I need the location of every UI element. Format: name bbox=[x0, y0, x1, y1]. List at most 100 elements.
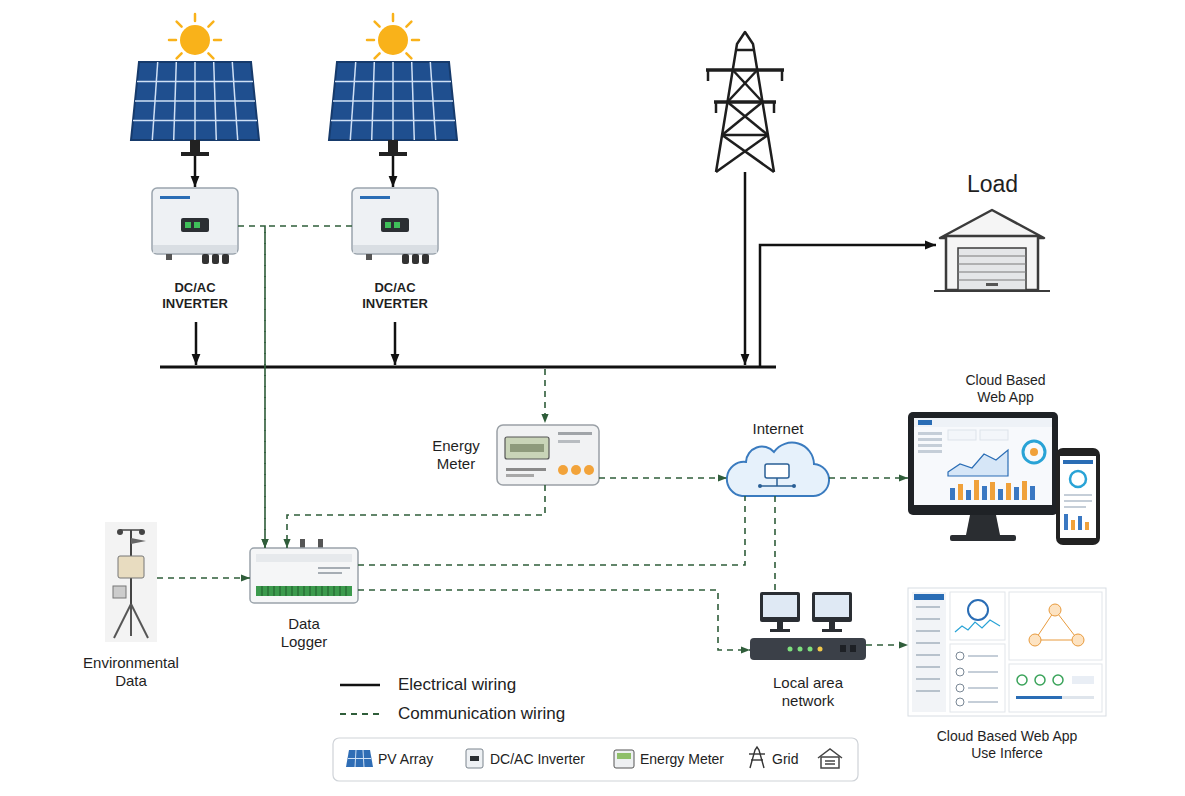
grid-tower-part bbox=[714, 100, 776, 104]
legend-bar-part-part bbox=[825, 763, 835, 765]
lan-devices-part bbox=[840, 645, 846, 652]
lan-devices-part bbox=[770, 629, 790, 632]
energy-meter-icon bbox=[497, 425, 599, 485]
dashboard-screen bbox=[908, 588, 1106, 716]
dashboard-screen-part-part bbox=[916, 654, 940, 656]
grid-tower-part bbox=[722, 134, 768, 137]
legend-entry: PV Array bbox=[378, 751, 433, 768]
node-label: Cloud Based Web App bbox=[956, 372, 1056, 406]
dashboard-screen-part bbox=[968, 687, 998, 689]
communication-connector bbox=[157, 577, 250, 579]
dashboard-screen-part bbox=[912, 592, 946, 712]
communication-connector bbox=[358, 590, 750, 650]
dashboard-screen-part bbox=[968, 671, 998, 673]
web-app-devices-part bbox=[958, 484, 963, 500]
energy-meter-icon-part bbox=[510, 444, 544, 452]
node-label: Energy Meter bbox=[425, 437, 487, 474]
data-logger-icon-part-part bbox=[280, 586, 281, 596]
dashboard-screen-part bbox=[1009, 664, 1102, 712]
dashboard-screen-part bbox=[1072, 676, 1094, 684]
load-building-part-part bbox=[958, 279, 1026, 280]
weather-station-part bbox=[118, 556, 144, 578]
grid-tower-part bbox=[733, 70, 763, 102]
web-app-devices-part bbox=[1060, 456, 1096, 538]
data-logger-icon-part bbox=[256, 586, 352, 596]
data-logger-icon-part-part bbox=[274, 586, 275, 596]
web-app-devices-part bbox=[982, 486, 987, 500]
node-label: Data Logger bbox=[269, 615, 339, 652]
grid-tower-part bbox=[716, 135, 768, 172]
legend-entry: DC/AC Inverter bbox=[490, 751, 585, 768]
legend-bar-part bbox=[818, 749, 842, 768]
electrical-wire-part bbox=[392, 156, 395, 187]
lan-devices-part bbox=[760, 592, 800, 622]
legend-bar-part bbox=[617, 753, 631, 759]
energy-meter-icon-part bbox=[506, 468, 546, 471]
dashboard-screen-part bbox=[955, 620, 1000, 632]
dashboard-screen-part bbox=[950, 592, 1005, 640]
legend-bar-part bbox=[470, 756, 479, 761]
dashboard-screen-part bbox=[956, 652, 964, 660]
grid-tower-part bbox=[707, 70, 710, 81]
dashboard-screen-part bbox=[1035, 675, 1045, 685]
lan-node: Local area network bbox=[750, 592, 866, 662]
weather-station bbox=[105, 522, 157, 642]
communication-connector bbox=[866, 644, 908, 646]
pv-array bbox=[131, 14, 259, 156]
inverter-icon bbox=[152, 188, 238, 264]
data-logger-icon-part-part bbox=[262, 586, 263, 596]
communication-connector bbox=[358, 496, 745, 565]
legend-bar-part bbox=[749, 747, 765, 768]
node-label: Internet bbox=[733, 420, 823, 438]
legend-text: Communication wiring bbox=[398, 704, 565, 723]
lan-devices-part bbox=[763, 595, 797, 617]
internet-cloud-part bbox=[765, 464, 789, 478]
data-logger-icon-part-part bbox=[340, 586, 341, 596]
web-app-devices-part bbox=[980, 430, 1008, 440]
grid-tower-part bbox=[781, 70, 784, 81]
web-app-devices-part bbox=[1014, 487, 1019, 500]
load-building-part-part bbox=[958, 271, 1026, 272]
weather-station-part bbox=[130, 604, 132, 636]
energy-meter-icon-part bbox=[558, 432, 592, 435]
web-app-devices-part bbox=[914, 418, 1052, 427]
weather-station-part bbox=[114, 604, 131, 638]
dashboard-screen-part bbox=[1049, 604, 1061, 616]
data-logger-icon-part-part bbox=[298, 586, 299, 596]
web-app-devices-part bbox=[1064, 494, 1092, 496]
weather-station-part bbox=[120, 529, 142, 531]
dashboard-screen-part bbox=[956, 698, 964, 706]
communication-wire bbox=[544, 369, 546, 423]
dashboard-screen-part-part bbox=[916, 678, 940, 680]
weather-station-part bbox=[117, 529, 123, 535]
legend-line-solid bbox=[340, 684, 380, 687]
node-label: DC/AC INVERTER bbox=[353, 280, 437, 312]
legend-bar-part bbox=[614, 750, 634, 768]
web-app-devices-part bbox=[1070, 471, 1086, 487]
load-building-part-part bbox=[958, 263, 1026, 264]
data-logger-icon-part-part bbox=[346, 586, 347, 596]
communication-connector bbox=[265, 226, 352, 548]
dashboard-screen-part bbox=[1053, 675, 1063, 685]
communication-connector bbox=[774, 496, 776, 592]
electrical-wire-part bbox=[760, 245, 936, 367]
web-app-devices-part bbox=[1085, 522, 1089, 530]
data-logger-icon bbox=[250, 539, 358, 603]
load-building-part bbox=[934, 290, 1050, 292]
node-label: Local area network bbox=[758, 674, 858, 711]
data-logger-icon-part bbox=[318, 567, 350, 569]
energy-meter-icon-part bbox=[505, 437, 549, 459]
web-app-devices bbox=[908, 412, 1100, 545]
legend-entry: Energy Meter bbox=[640, 751, 724, 768]
web-app-devices-part bbox=[1006, 483, 1011, 500]
load-building-part bbox=[946, 236, 1038, 290]
electrical-wire-part bbox=[194, 156, 197, 187]
grid-tower-part bbox=[728, 70, 758, 102]
dashboard-screen-part bbox=[1017, 675, 1027, 685]
node-label: Environmental Data bbox=[75, 654, 187, 691]
load-building-part bbox=[940, 210, 1044, 238]
data-logger-node: Data Logger bbox=[250, 548, 358, 603]
web-app-devices-part bbox=[1064, 514, 1068, 530]
energy-meter-icon-part bbox=[584, 465, 594, 475]
